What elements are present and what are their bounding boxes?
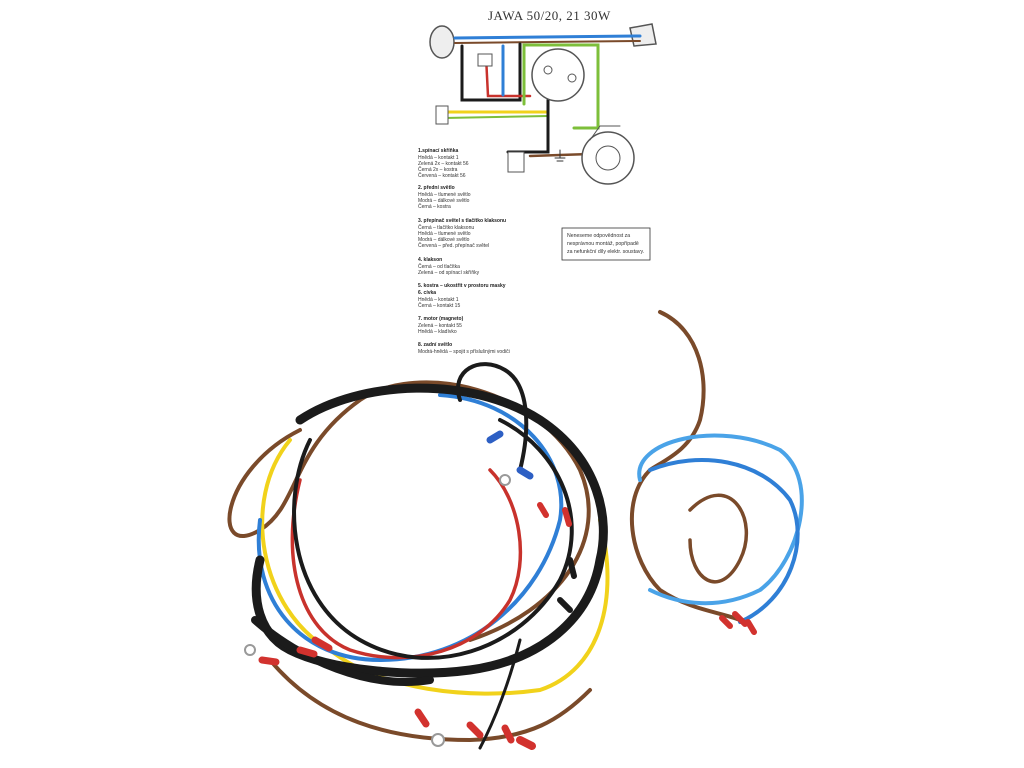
spade-terminal-icon xyxy=(516,736,536,750)
instruction-sheet: JAWA 50/20, 21 30W xyxy=(418,8,657,355)
wire-black-loop xyxy=(292,418,574,660)
legend-line: Černá – od tlačítka xyxy=(418,263,460,270)
legend-line: Červená – před. přepínač světel xyxy=(418,242,489,249)
wire-brown xyxy=(629,310,742,622)
legend-heading: 6. cívka xyxy=(418,290,436,296)
legend-heading: 3. přepínač světel s tlačítko klaksonu xyxy=(418,218,506,224)
legend-heading: 8. zadní světlo xyxy=(418,342,452,348)
wire-black-thin xyxy=(456,362,529,472)
legend-line: Zelená – od spínací skříňky xyxy=(418,270,480,276)
legend-heading: 2. přední světlo xyxy=(418,185,455,191)
wire-blue xyxy=(637,433,804,606)
legend-line: Hnědá – tlumené světlo xyxy=(418,231,471,237)
spade-terminal-icon xyxy=(732,611,748,627)
legend: 1.spínací skříňka Hnědá – kontakt 1 Zele… xyxy=(418,148,510,355)
terminal-connectors xyxy=(244,430,577,750)
spade-terminal-icon xyxy=(501,724,515,744)
wire-yellow xyxy=(260,438,610,696)
ring-terminal-icon xyxy=(499,474,511,486)
disclaimer-line: Neneseme odpovědnost za xyxy=(567,233,630,239)
spade-terminal-icon xyxy=(537,502,549,518)
legend-heading: 5. kostra – ukostřit v prostoru masky xyxy=(418,283,506,289)
wire-brown-loop xyxy=(688,493,749,584)
disclaimer-line: nesprávnou montáž, popřípadě xyxy=(567,241,639,247)
ring-terminal-icon xyxy=(431,733,445,747)
legend-line: Hnědá – kladívko xyxy=(418,329,457,335)
spade-terminal-icon xyxy=(466,721,484,739)
legend-heading: 7. motor (magneto) xyxy=(418,316,464,322)
spade-terminal-icon xyxy=(557,597,573,613)
disclaimer-box: Neneseme odpovědnost za nesprávnou montá… xyxy=(561,227,651,261)
spade-terminal-icon xyxy=(258,656,280,666)
spade-terminal-icon xyxy=(296,646,318,658)
legend-line: Hnědá – tlumené světlo xyxy=(418,192,471,198)
spade-terminal-icon xyxy=(311,636,333,652)
wire-red xyxy=(290,468,523,660)
legend-line: Černá – tlačítko klaksonu xyxy=(418,224,474,231)
wiring-schematic xyxy=(429,23,657,185)
light-switch-icon xyxy=(477,53,493,67)
legend-heading: 1.spínací skříňka xyxy=(418,148,459,154)
wire-blue xyxy=(648,458,800,624)
sheet-title: JAWA 50/20, 21 30W xyxy=(488,8,611,23)
wire-black-tail xyxy=(478,638,522,750)
spade-terminal-icon xyxy=(567,557,577,579)
legend-line: Hnědá – kontakt 1 xyxy=(418,297,459,303)
legend-line: Černá 2x – kostra xyxy=(418,166,458,173)
legend-line: Červená – kontakt 56 xyxy=(418,172,466,179)
ring-terminal-icon xyxy=(486,430,504,444)
legend-line: Zelená – kontakt 55 xyxy=(418,323,462,329)
legend-line: Černá – kostra xyxy=(418,203,451,210)
rear-light-harness xyxy=(629,310,804,635)
legend-line: Černá – kontakt 15 xyxy=(418,302,460,309)
main-wiring-harness xyxy=(227,362,610,750)
spade-terminal-icon xyxy=(516,466,534,480)
headlight-icon xyxy=(429,25,455,59)
legend-line: Modrá-hnědá – spojit s příslušnými vodič… xyxy=(418,349,510,355)
harness-sheath xyxy=(251,383,608,678)
coil-icon xyxy=(507,151,525,173)
spade-terminal-icon xyxy=(414,708,430,728)
legend-line: Zelená 2x – kontakt 56 xyxy=(418,161,469,167)
ring-terminal-icon xyxy=(244,644,256,656)
horn-icon xyxy=(435,105,449,125)
legend-line: Modrá – dálkové světlo xyxy=(418,237,470,243)
spade-terminal-icon xyxy=(745,619,757,635)
harness-sheath-secondary xyxy=(251,616,434,686)
spade-terminal-icon xyxy=(719,615,733,629)
legend-line: Modrá – dálkové světlo xyxy=(418,198,470,204)
wire-brown-long xyxy=(268,658,592,743)
disclaimer-line: za nefunkční díly elektr. soustavy. xyxy=(567,249,644,255)
spade-terminal-icon xyxy=(562,507,572,527)
switch-box-icon xyxy=(531,48,585,102)
legend-line: Hnědá – kontakt 1 xyxy=(418,155,459,161)
legend-heading: 4. klakson xyxy=(418,257,442,263)
